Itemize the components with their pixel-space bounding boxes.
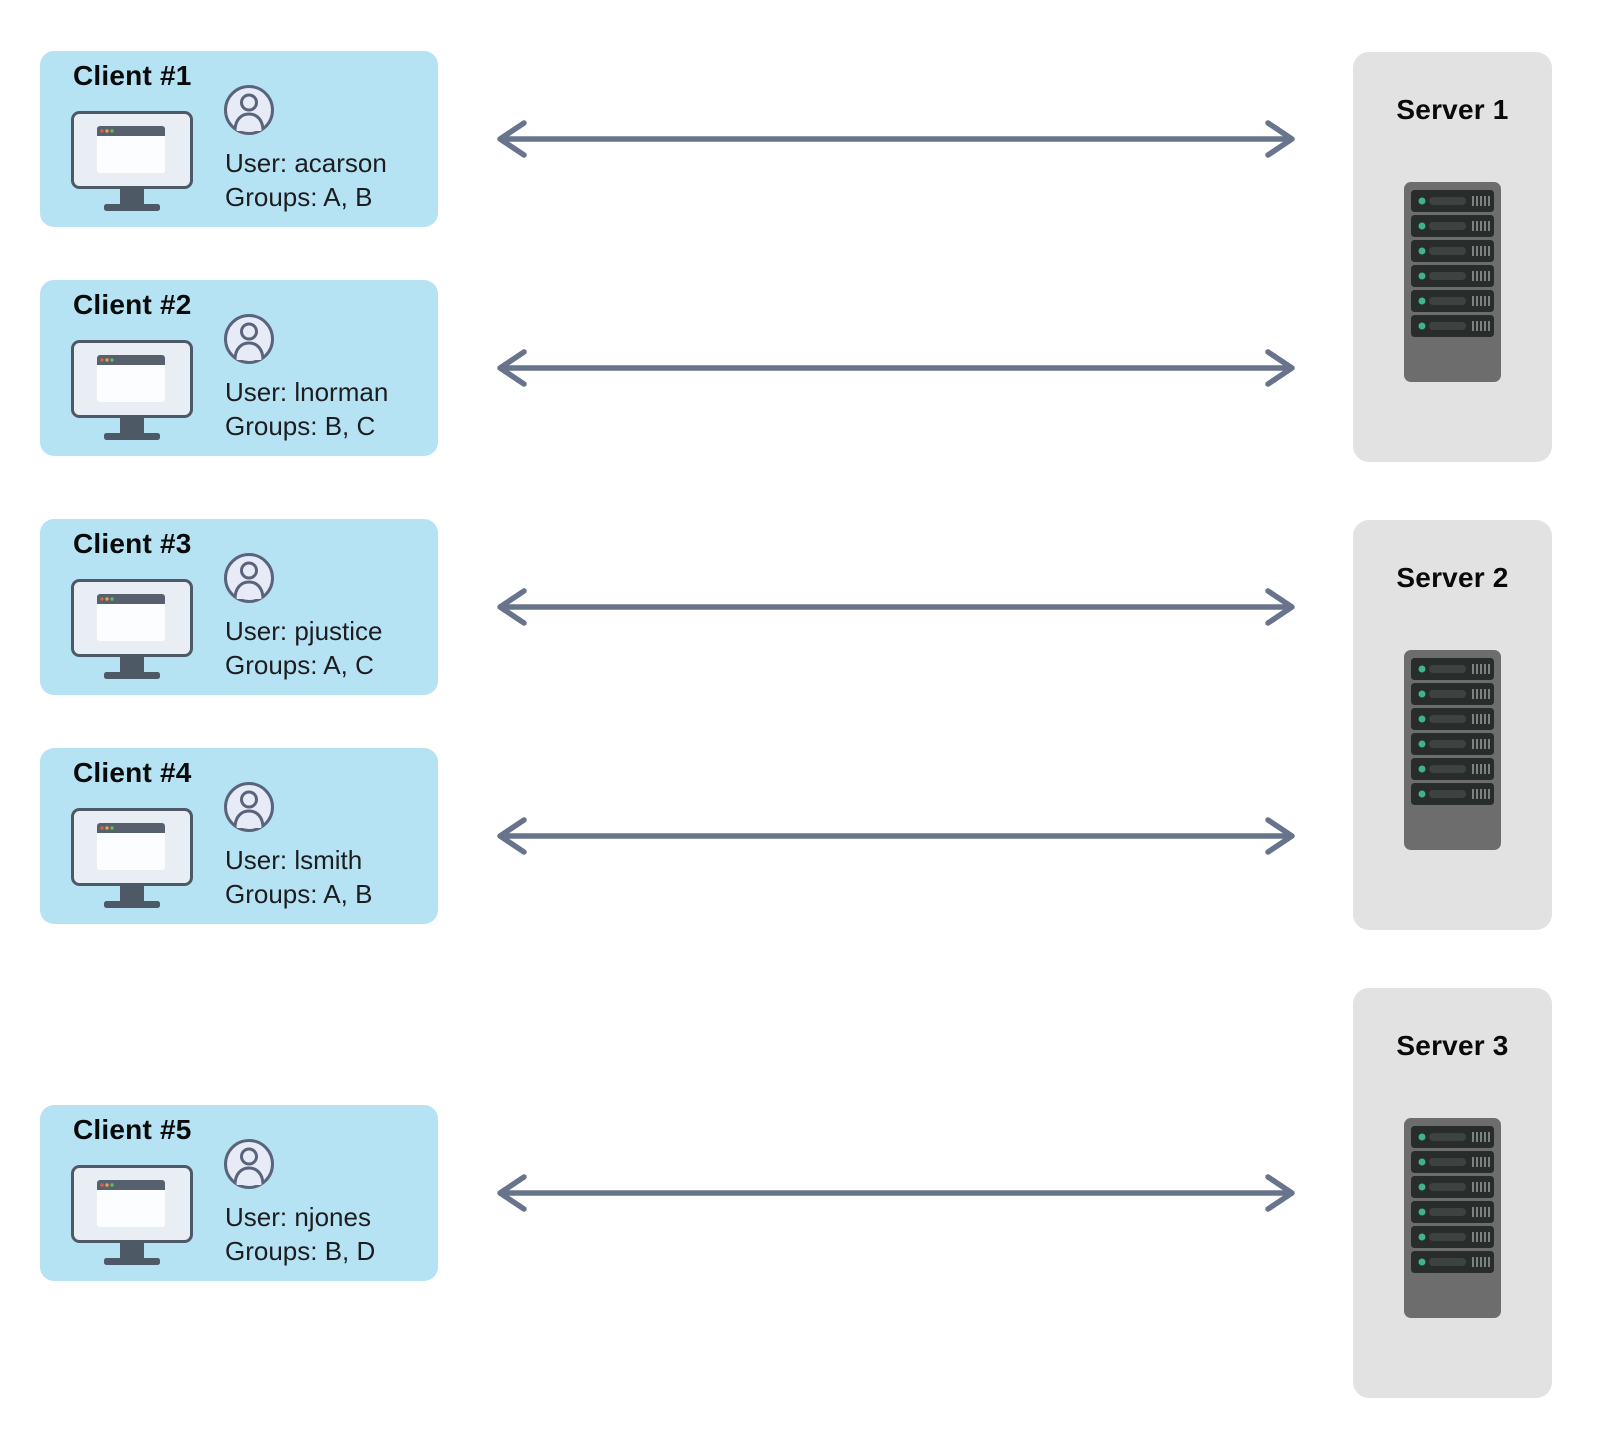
client-details: User: njones Groups: B, D <box>225 1200 375 1268</box>
client-user: User: lsmith <box>225 845 363 875</box>
server-panel: Server 2 <box>1353 520 1552 930</box>
server-title: Server 2 <box>1396 562 1509 593</box>
client-title: Client #1 <box>73 60 192 91</box>
client-details: User: pjustice Groups: A, C <box>225 614 383 682</box>
monitor-icon <box>71 808 193 910</box>
server-panel: Server 1 <box>1353 52 1552 462</box>
client-title: Client #5 <box>73 1114 192 1145</box>
user-avatar-icon <box>223 1138 275 1190</box>
client-card: Client #2 User: lnorman Groups: B, C <box>40 280 438 456</box>
client-user: User: njones <box>225 1202 371 1232</box>
monitor-icon <box>71 111 193 213</box>
monitor-icon <box>71 579 193 681</box>
client-user: User: pjustice <box>225 616 383 646</box>
server-rack-icon <box>1404 1118 1501 1318</box>
client-details: User: acarson Groups: A, B <box>225 146 387 214</box>
client-details: User: lnorman Groups: B, C <box>225 375 388 443</box>
client-user: User: acarson <box>225 148 387 178</box>
client-groups: Groups: B, C <box>225 411 376 441</box>
client-title: Client #2 <box>73 289 192 320</box>
bidirectional-arrow-icon <box>486 119 1306 159</box>
client-groups: Groups: B, D <box>225 1236 376 1266</box>
client-details: User: lsmith Groups: A, B <box>225 843 372 911</box>
server-panel: Server 3 <box>1353 988 1552 1398</box>
client-user: User: lnorman <box>225 377 389 407</box>
user-avatar-icon <box>223 781 275 833</box>
client-card: Client #5 User: njones Groups: B, D <box>40 1105 438 1281</box>
monitor-icon <box>71 340 193 442</box>
server-title: Server 1 <box>1396 94 1509 125</box>
bidirectional-arrow-icon <box>486 816 1306 856</box>
client-title: Client #4 <box>73 757 192 788</box>
user-avatar-icon <box>223 313 275 365</box>
client-card: Client #4 User: lsmith Groups: A, B <box>40 748 438 924</box>
bidirectional-arrow-icon <box>486 587 1306 627</box>
user-avatar-icon <box>223 84 275 136</box>
client-title: Client #3 <box>73 528 192 559</box>
client-groups: Groups: A, C <box>225 650 374 680</box>
client-card: Client #3 User: pjustice Groups: A, C <box>40 519 438 695</box>
bidirectional-arrow-icon <box>486 348 1306 388</box>
client-card: Client #1 User: acarson Groups: A, B <box>40 51 438 227</box>
user-avatar-icon <box>223 552 275 604</box>
client-groups: Groups: A, B <box>225 879 373 909</box>
server-title: Server 3 <box>1396 1030 1509 1061</box>
monitor-icon <box>71 1165 193 1267</box>
server-rack-icon <box>1404 182 1501 382</box>
bidirectional-arrow-icon <box>486 1173 1306 1213</box>
client-groups: Groups: A, B <box>225 182 373 212</box>
server-rack-icon <box>1404 650 1501 850</box>
